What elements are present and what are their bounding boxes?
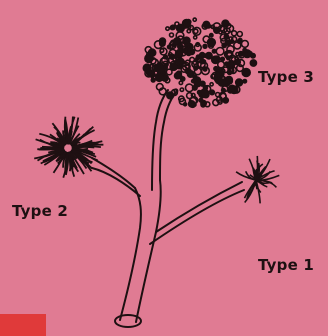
- type3-curl: [243, 49, 246, 52]
- stalk-type3-left: [160, 92, 176, 180]
- type3-curl: [243, 80, 246, 83]
- type3-curl: [251, 54, 255, 58]
- type3-curl: [187, 29, 190, 32]
- type3-curl: [193, 77, 200, 84]
- branch-type1-upper: [156, 182, 242, 232]
- type3-curl: [210, 83, 213, 86]
- corner-accent-block: [0, 314, 46, 336]
- type3-curl: [242, 41, 249, 48]
- trunk-left-edge: [120, 188, 141, 320]
- type3-curl: [167, 92, 174, 99]
- type3-curl: [199, 98, 203, 102]
- label-type-1: Type 1: [258, 256, 314, 274]
- type3-curl: [186, 65, 190, 69]
- type3-curl: [222, 88, 226, 92]
- branch-type2-upper: [92, 158, 135, 188]
- type3-curl: [208, 39, 216, 47]
- type3-curl: [242, 69, 250, 77]
- type3-curl: [147, 70, 153, 76]
- type3-curl: [210, 90, 215, 95]
- type3-curl: [194, 36, 197, 39]
- type3-curl: [180, 88, 183, 91]
- type3-curl: [181, 77, 185, 81]
- type1-cluster: [236, 156, 279, 204]
- type3-curl: [237, 32, 242, 37]
- type3-curl: [210, 34, 213, 37]
- type3-cluster: [143, 18, 256, 107]
- type3-curl: [216, 48, 224, 56]
- type3-curl: [201, 89, 209, 97]
- type3-curl: [175, 73, 181, 79]
- type3-curl: [226, 40, 231, 45]
- type3-curl: [156, 75, 163, 82]
- type3-curl: [160, 38, 166, 44]
- type3-curl: [236, 79, 243, 86]
- type3-curl: [205, 102, 210, 107]
- type3-curl: [221, 57, 225, 61]
- type3-curl: [238, 40, 242, 44]
- type3-curl: [193, 18, 196, 21]
- label-type-3: Type 3: [258, 68, 314, 86]
- type3-curl: [212, 49, 216, 53]
- type3-curl: [219, 31, 222, 34]
- type3-curl: [226, 77, 233, 84]
- type3-curl: [194, 44, 201, 51]
- type3-curl: [170, 33, 174, 37]
- type3-curl: [203, 44, 207, 48]
- type3-curl: [214, 67, 218, 71]
- type3-curl: [194, 29, 198, 33]
- type3-curl: [170, 26, 174, 30]
- type3-curl: [151, 78, 155, 82]
- type3-curl: [166, 27, 169, 30]
- type3-curl: [218, 79, 225, 86]
- type3-curl: [145, 55, 153, 63]
- branch-type1-lower: [150, 190, 244, 244]
- type3-curl: [184, 103, 187, 106]
- type3-curl: [250, 60, 256, 66]
- label-type-2: Type 2: [12, 202, 68, 220]
- type1-tendril: [256, 180, 260, 203]
